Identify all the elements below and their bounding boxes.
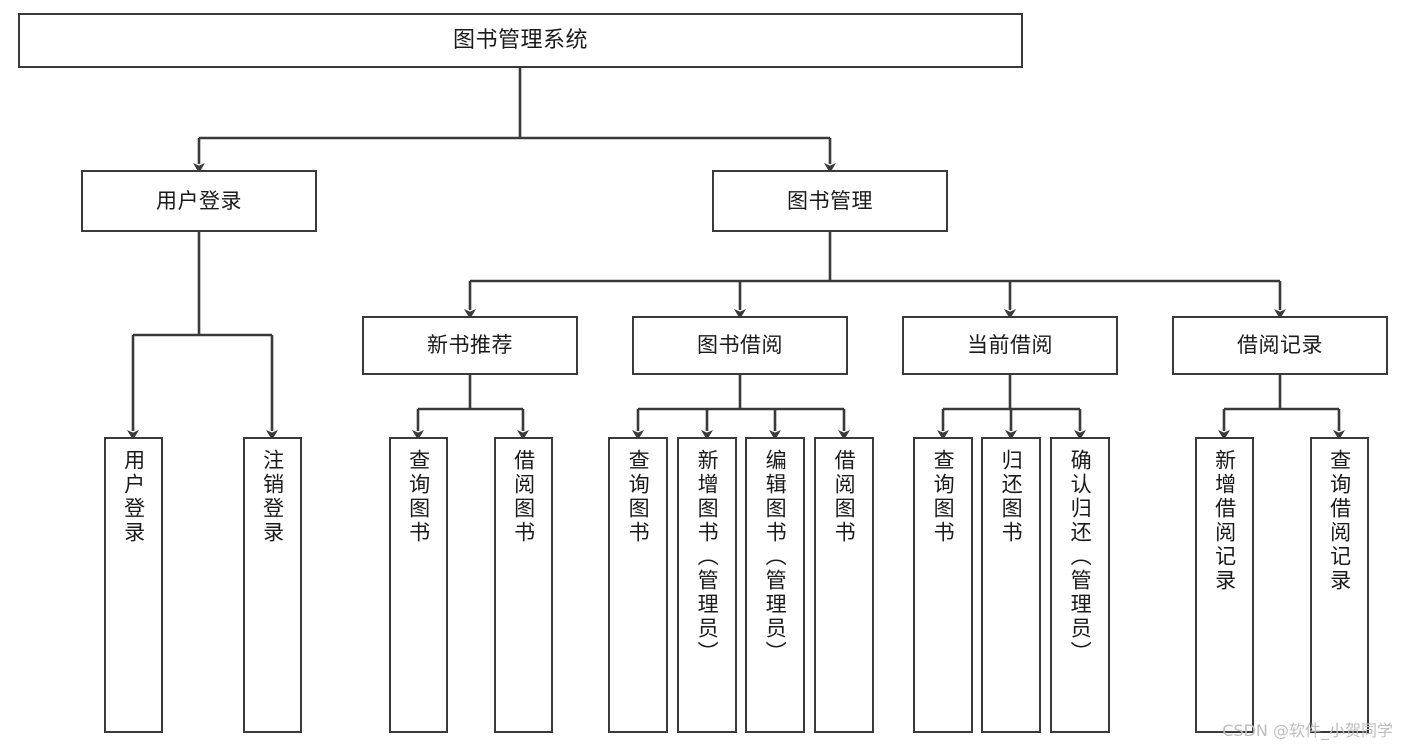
node-root[interactable]: 图书管理系统	[18, 13, 1023, 68]
node-borrow-record-label: 借阅记录	[1237, 333, 1323, 358]
node-leaf-borrow-book-label: 借阅图书	[832, 449, 857, 545]
node-leaf-add-book-admin[interactable]: 新增图书（管理员）	[677, 437, 737, 733]
node-new-book-recommend[interactable]: 新书推荐	[362, 316, 578, 375]
node-book-manage-label: 图书管理	[787, 188, 873, 213]
node-leaf-borrow-query-book-label: 查询图书	[626, 449, 651, 545]
node-leaf-query-borrow-record[interactable]: 查询借阅记录	[1310, 437, 1369, 733]
node-leaf-recommend-borrow-book-label: 借阅图书	[511, 449, 536, 545]
node-leaf-recommend-borrow-book[interactable]: 借阅图书	[494, 437, 553, 733]
node-user-login-label: 用户登录	[156, 188, 242, 213]
node-leaf-borrow-query-book[interactable]: 查询图书	[608, 437, 668, 733]
node-leaf-confirm-return-admin[interactable]: 确认归还（管理员）	[1050, 437, 1110, 733]
node-book-manage[interactable]: 图书管理	[712, 170, 948, 232]
node-leaf-user-login[interactable]: 用户登录	[104, 437, 163, 733]
node-new-book-recommend-label: 新书推荐	[427, 333, 513, 358]
node-current-borrow-label: 当前借阅	[967, 333, 1053, 358]
node-borrow-record[interactable]: 借阅记录	[1172, 316, 1388, 375]
node-current-borrow[interactable]: 当前借阅	[902, 316, 1118, 375]
node-leaf-confirm-return-admin-label: 确认归还（管理员）	[1068, 449, 1093, 665]
node-leaf-add-borrow-record-label: 新增借阅记录	[1212, 449, 1237, 593]
watermark-text: CSDN @软件_小贺同学	[1222, 721, 1393, 740]
node-leaf-current-query-book-label: 查询图书	[931, 449, 956, 545]
node-leaf-user-login-label: 用户登录	[121, 449, 146, 545]
node-leaf-current-query-book[interactable]: 查询图书	[913, 437, 973, 733]
node-leaf-query-borrow-record-label: 查询借阅记录	[1327, 449, 1352, 593]
node-root-label: 图书管理系统	[452, 27, 588, 53]
node-book-borrow-label: 图书借阅	[697, 333, 783, 358]
node-leaf-recommend-query-book[interactable]: 查询图书	[389, 437, 448, 733]
node-leaf-add-book-admin-label: 新增图书（管理员）	[695, 449, 720, 665]
node-leaf-recommend-query-book-label: 查询图书	[406, 449, 431, 545]
node-leaf-edit-book-admin[interactable]: 编辑图书（管理员）	[745, 437, 805, 733]
node-leaf-logout-label: 注销登录	[260, 449, 285, 545]
node-leaf-logout[interactable]: 注销登录	[243, 437, 302, 733]
node-leaf-edit-book-admin-label: 编辑图书（管理员）	[763, 449, 788, 665]
node-book-borrow[interactable]: 图书借阅	[632, 316, 848, 375]
node-leaf-borrow-book[interactable]: 借阅图书	[814, 437, 874, 733]
node-leaf-return-book-label: 归还图书	[999, 449, 1024, 545]
node-leaf-add-borrow-record[interactable]: 新增借阅记录	[1195, 437, 1254, 733]
node-leaf-return-book[interactable]: 归还图书	[981, 437, 1041, 733]
node-user-login[interactable]: 用户登录	[81, 170, 317, 232]
